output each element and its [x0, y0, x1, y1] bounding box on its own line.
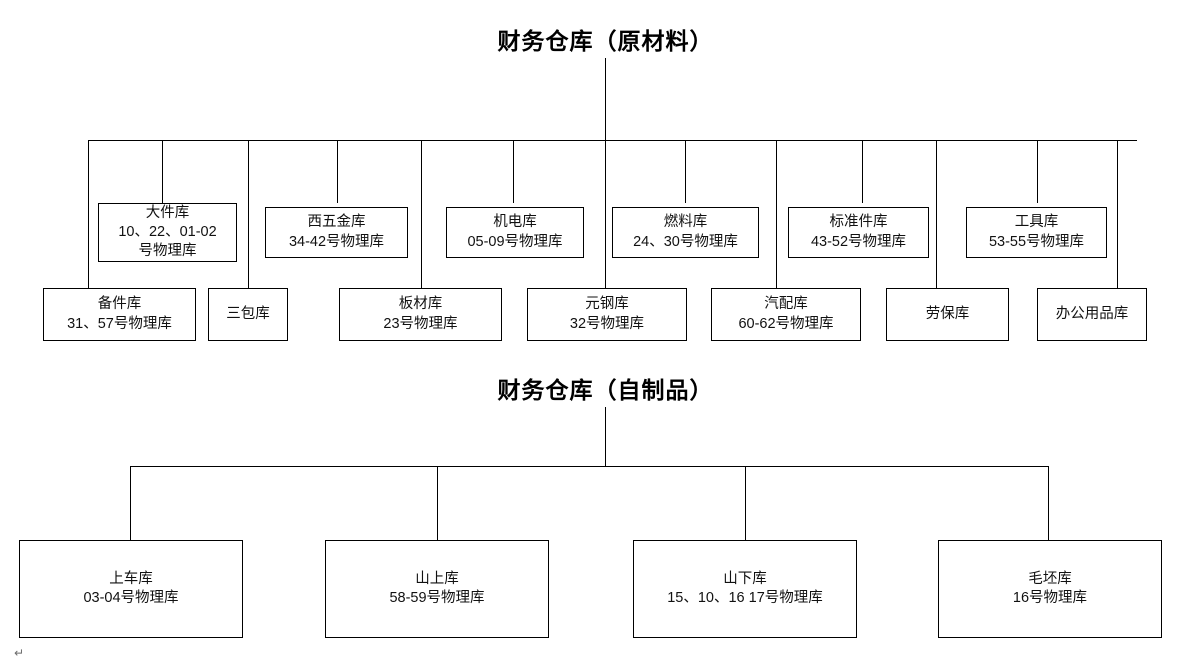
node-line: 劳保库 [925, 305, 970, 322]
drop-to-biaozhunjianku [862, 140, 863, 203]
drop-to-sanbaoku [248, 140, 249, 288]
node-bancaiku[interactable]: 板材库 23号物理库 [339, 288, 502, 341]
node-qipeiku[interactable]: 汽配库 60-62号物理库 [711, 288, 861, 341]
node-line: 24、30号物理库 [633, 233, 738, 250]
node-line: 汽配库 [764, 296, 808, 313]
node-line: 毛坯库 [1028, 570, 1072, 587]
node-beijianku[interactable]: 备件库 31、57号物理库 [43, 288, 196, 341]
node-line: 西五金库 [307, 214, 366, 231]
node-ranliaoku[interactable]: 燃料库 24、30号物理库 [612, 207, 759, 258]
drop-to-yuangangku [605, 140, 606, 288]
drop-to-shanshangku [437, 466, 438, 540]
node-line: 31、57号物理库 [67, 315, 172, 332]
node-line: 山上库 [415, 570, 459, 587]
bus-raw-materials [88, 140, 1137, 141]
node-line: 53-55号物理库 [988, 233, 1085, 250]
drop-to-laobaoku [936, 140, 937, 288]
node-line: 大件库 [145, 204, 190, 221]
node-bangongyongpinku[interactable]: 办公用品库 [1037, 288, 1147, 341]
node-line: 元钢库 [585, 296, 629, 313]
node-line: 号物理库 [138, 243, 197, 260]
node-line: 60-62号物理库 [738, 315, 834, 332]
paragraph-mark: ↵ [14, 646, 25, 660]
node-line: 燃料库 [663, 214, 708, 231]
node-line: 板材库 [398, 296, 443, 313]
node-line: 15、10、16 17号物理库 [667, 590, 823, 606]
chart-title-raw-materials: 财务仓库（原材料） [497, 29, 714, 54]
node-line: 16号物理库 [1012, 590, 1088, 606]
drop-to-jidianku [513, 140, 514, 203]
node-shangcheku[interactable]: 上车库 03-04号物理库 [19, 540, 243, 638]
node-biaozhunjianku[interactable]: 标准件库 43-52号物理库 [788, 207, 929, 258]
drop-to-xiwujinku [337, 140, 338, 203]
drop-to-ranliaoku [685, 140, 686, 203]
node-line: 山下库 [723, 570, 767, 587]
drop-to-gongjuku [1037, 140, 1038, 203]
drop-to-qipeiku [776, 140, 777, 288]
drop-to-bangongyongpinku [1117, 140, 1118, 288]
node-laobaoku[interactable]: 劳保库 [886, 288, 1009, 341]
bus-self-made [130, 466, 1048, 467]
drop-to-shangcheku [130, 466, 131, 540]
node-line: 机电库 [493, 214, 537, 231]
node-line: 三包库 [226, 305, 270, 322]
node-line: 10、22、01-02 [118, 223, 217, 240]
node-daijianku[interactable]: 大件库 10、22、01-02 号物理库 [98, 203, 237, 262]
node-maopiku[interactable]: 毛坯库 16号物理库 [938, 540, 1162, 638]
node-xiwujinku[interactable]: 西五金库 34-42号物理库 [265, 207, 408, 258]
node-line: 上车库 [109, 570, 153, 587]
drop-to-shanxiaku [745, 466, 746, 540]
node-line: 工具库 [1014, 214, 1059, 231]
node-jidianku[interactable]: 机电库 05-09号物理库 [446, 207, 584, 258]
node-line: 03-04号物理库 [83, 590, 179, 606]
node-line: 23号物理库 [383, 315, 458, 332]
node-line: 43-52号物理库 [810, 233, 907, 250]
node-line: 标准件库 [829, 214, 888, 231]
node-line: 05-09号物理库 [467, 233, 563, 250]
node-sanbaoku[interactable]: 三包库 [208, 288, 288, 341]
node-line: 备件库 [97, 296, 142, 313]
drop-to-daijianku [162, 140, 163, 203]
chart-title-self-made: 财务仓库（自制品） [497, 378, 714, 403]
node-line: 32号物理库 [569, 315, 645, 332]
root-stem-raw-materials [605, 58, 606, 140]
root-stem-self-made [605, 407, 606, 466]
node-line: 58-59号物理库 [389, 590, 485, 606]
node-shanxiaku[interactable]: 山下库 15、10、16 17号物理库 [633, 540, 857, 638]
node-gongjuku[interactable]: 工具库 53-55号物理库 [966, 207, 1107, 258]
drop-to-maopiku [1048, 466, 1049, 540]
drop-to-beijianku [88, 140, 89, 288]
node-shanshangku[interactable]: 山上库 58-59号物理库 [325, 540, 549, 638]
drop-to-bancaiku [421, 140, 422, 288]
node-yuangangku[interactable]: 元钢库 32号物理库 [527, 288, 687, 341]
node-line: 34-42号物理库 [288, 233, 385, 250]
node-line: 办公用品库 [1055, 305, 1129, 322]
